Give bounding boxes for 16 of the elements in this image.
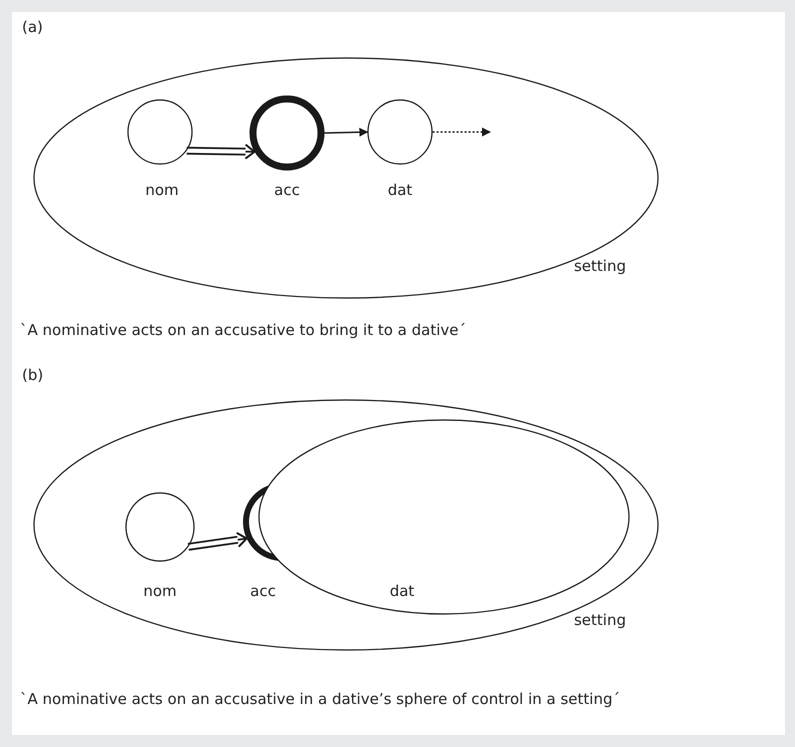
caption: `A nominative acts on an accusative to bring it to a dative´ [20,321,466,339]
arrow [186,144,256,160]
node-label: dat [390,582,414,600]
panel-label: (b) [22,366,44,384]
node-label: nom [145,181,179,199]
arrow [432,128,491,136]
panel-label: (a) [22,18,43,36]
node-label: dat [388,181,412,199]
node-label: setting [574,257,626,275]
node-label: acc [250,582,276,600]
caption: `A nominative acts on an accusative in a dative’s sphere of control in a setting´ [20,690,620,708]
node-label: nom [143,582,177,600]
arrow [187,532,248,551]
arrow [324,128,368,137]
node-label: acc [274,181,300,199]
node-label: setting [574,611,626,629]
